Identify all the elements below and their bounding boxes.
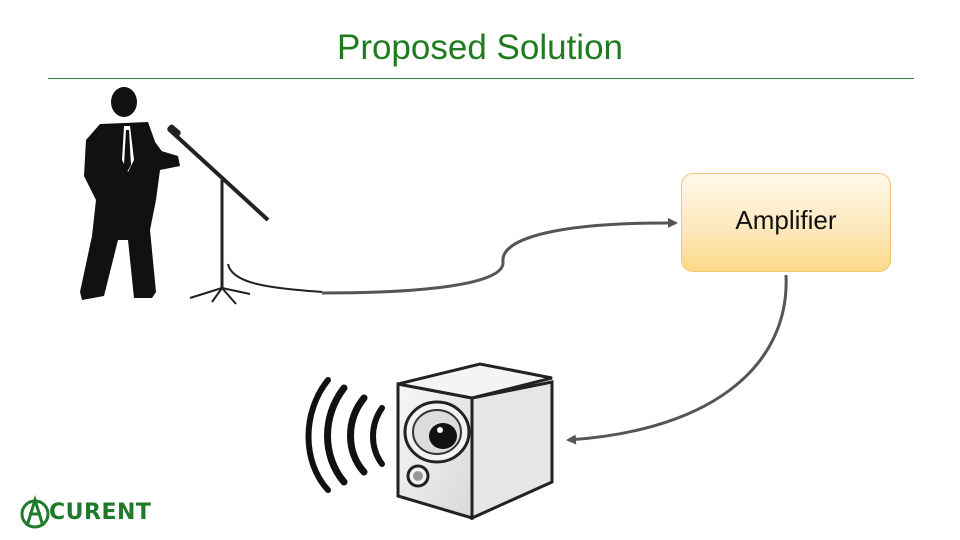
speaker-person-icon bbox=[80, 87, 180, 300]
amplifier-to-speaker-arrow bbox=[566, 274, 788, 445]
sound-waves-icon bbox=[305, 377, 385, 493]
logo-text: CURENT bbox=[49, 500, 152, 525]
amplifier-box: Amplifier bbox=[681, 173, 891, 272]
title-divider bbox=[48, 78, 914, 79]
loudspeaker-icon bbox=[396, 362, 554, 521]
microphone-stand-icon bbox=[170, 130, 323, 305]
amplifier-label: Amplifier bbox=[735, 205, 837, 235]
slide-title: Proposed Solution bbox=[336, 28, 624, 67]
curent-logo-icon bbox=[20, 494, 50, 529]
microphone-head-icon bbox=[167, 124, 181, 138]
cable-to-amplifier-arrow bbox=[321, 217, 678, 295]
